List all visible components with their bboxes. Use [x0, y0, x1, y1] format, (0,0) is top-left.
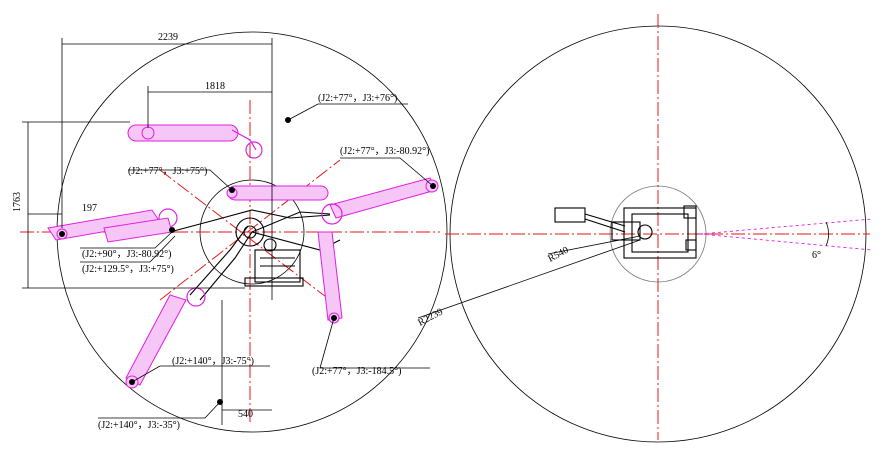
arm-pose-right-down — [317, 231, 343, 324]
radius-outer-label: R2239 — [416, 306, 445, 328]
side-diagonal-centerline-a — [159, 159, 341, 301]
side-view: 2239 1818 1763 197 540 (J2:+77°，J3:+76°)… — [12, 31, 448, 433]
robot-links — [169, 209, 341, 301]
pose-label-3: (J2:+77°，J3:+75°) — [128, 166, 207, 177]
pose-label-5: (J2:+129.5°，J3:+75°) — [82, 264, 174, 275]
angle-label: 6° — [812, 250, 821, 261]
angle-line-lower — [699, 233, 873, 251]
arm-poses — [47, 124, 439, 389]
robot-base — [244, 238, 304, 287]
arm-pose-right-up — [321, 177, 439, 225]
pose-label-8: (J2:+77°，J3:-184.5°) — [312, 366, 401, 377]
robot-top — [554, 205, 697, 259]
angle-arc — [825, 221, 829, 247]
arm-pose-horizontal — [226, 185, 329, 201]
pose-label-1: (J2:+77°，J3:+76°) — [318, 93, 397, 104]
dim-width-total: 2239 — [158, 32, 178, 43]
arm-pose-lower-left — [125, 287, 206, 389]
pose-labels: (J2:+77°，J3:+76°) (J2:+77°，J3:-80.92°) (… — [82, 93, 429, 431]
side-dimensions: 2239 1818 1763 197 540 — [12, 32, 273, 425]
dim-offset-left: 197 — [82, 203, 97, 214]
top-dimensions: R540 R2239 6° — [416, 235, 821, 329]
pose-label-6: (J2:+140°，J3:-75°) — [172, 356, 254, 367]
leader-lines — [80, 103, 434, 419]
pose-label-7: (J2:+140°，J3:-35°) — [98, 420, 180, 431]
dim-bottom-offset: 540 — [238, 409, 253, 420]
top-view: R540 R2239 6° — [416, 14, 873, 443]
dim-height-left: 1763 — [12, 192, 23, 212]
pose-label-2: (J2:+77°，J3:-80.92°) — [340, 146, 429, 157]
dim-width-reach: 1818 — [205, 81, 225, 92]
arm-pose-top — [127, 124, 263, 159]
radius-inner-label: R540 — [546, 245, 570, 265]
pose-label-4: (J2:+90°，J3:-80.92°) — [82, 249, 171, 260]
angle-line-upper — [699, 218, 873, 235]
